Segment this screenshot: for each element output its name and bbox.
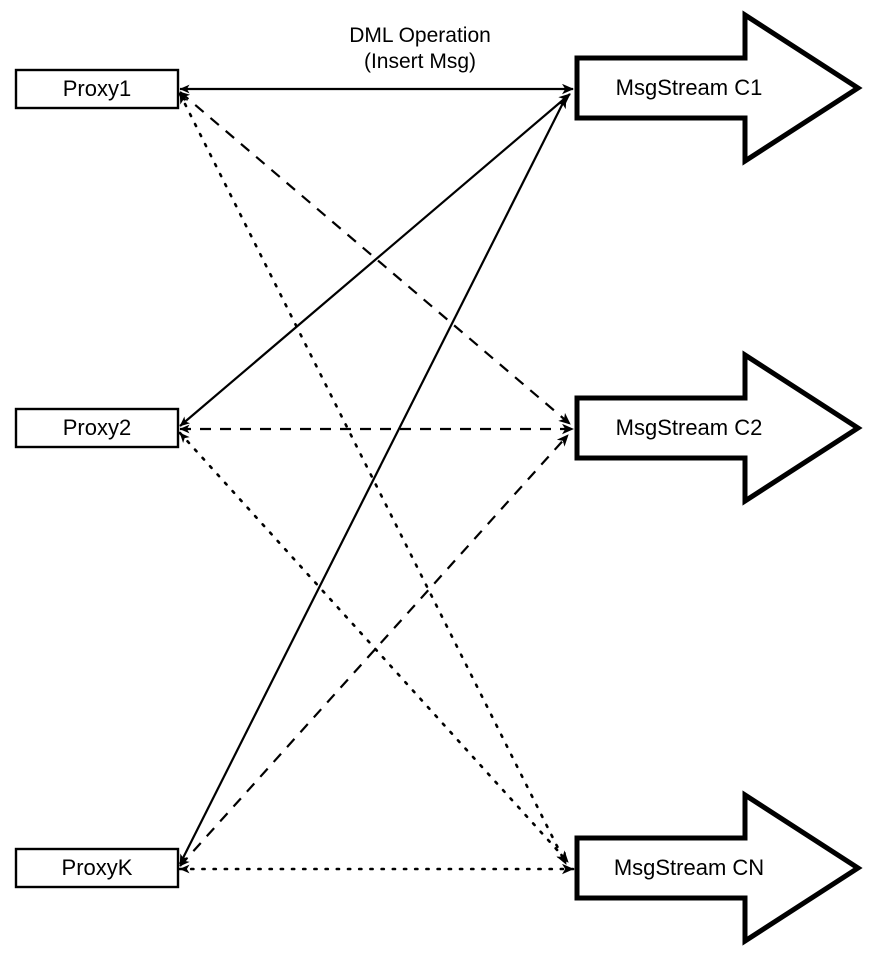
stream-node-stream_c1[interactable]: MsgStream C1 [574, 10, 863, 166]
proxy-box-rect [14, 847, 180, 889]
streams-layer: MsgStream C1 MsgStream C2 MsgStream CN [574, 10, 863, 946]
link-pk-c1 [179, 96, 567, 865]
proxy-label: Proxy1 [63, 76, 131, 101]
stream-node-stream_cn[interactable]: MsgStream CN [574, 790, 863, 946]
stream-node-stream_c2[interactable]: MsgStream C2 [574, 350, 863, 506]
stream-label: MsgStream C2 [616, 415, 763, 440]
proxy-node-proxy2[interactable]: Proxy2 [14, 407, 180, 449]
edge-label-line2: (Insert Msg) [364, 50, 476, 73]
link-line-dotted [178, 431, 570, 864]
link-line-solid [179, 96, 567, 865]
edge-label-line1: DML Operation [349, 24, 491, 47]
proxy-box-rect [14, 68, 180, 110]
link-line-dashed [179, 434, 569, 867]
stream-arrow-shape [574, 10, 863, 166]
links-layer [178, 83, 575, 875]
stream-arrow-shape [574, 350, 863, 506]
link-line-dashed [179, 91, 571, 425]
proxy-node-proxyk[interactable]: ProxyK [14, 847, 180, 889]
proxy-label: ProxyK [62, 855, 133, 880]
stream-arrow-shape [574, 790, 863, 946]
proxy-box-rect [14, 407, 180, 449]
proxy-node-proxy1[interactable]: Proxy1 [14, 68, 180, 110]
link-pk-c2 [179, 434, 569, 867]
stream-label: MsgStream C1 [616, 75, 763, 100]
proxy-label: Proxy2 [63, 415, 131, 440]
link-p1-c2 [179, 91, 571, 425]
link-p2-cn [178, 431, 570, 864]
link-p2-c1 [179, 93, 571, 427]
link-line-solid [179, 93, 571, 427]
stream-label: MsgStream CN [614, 855, 764, 880]
